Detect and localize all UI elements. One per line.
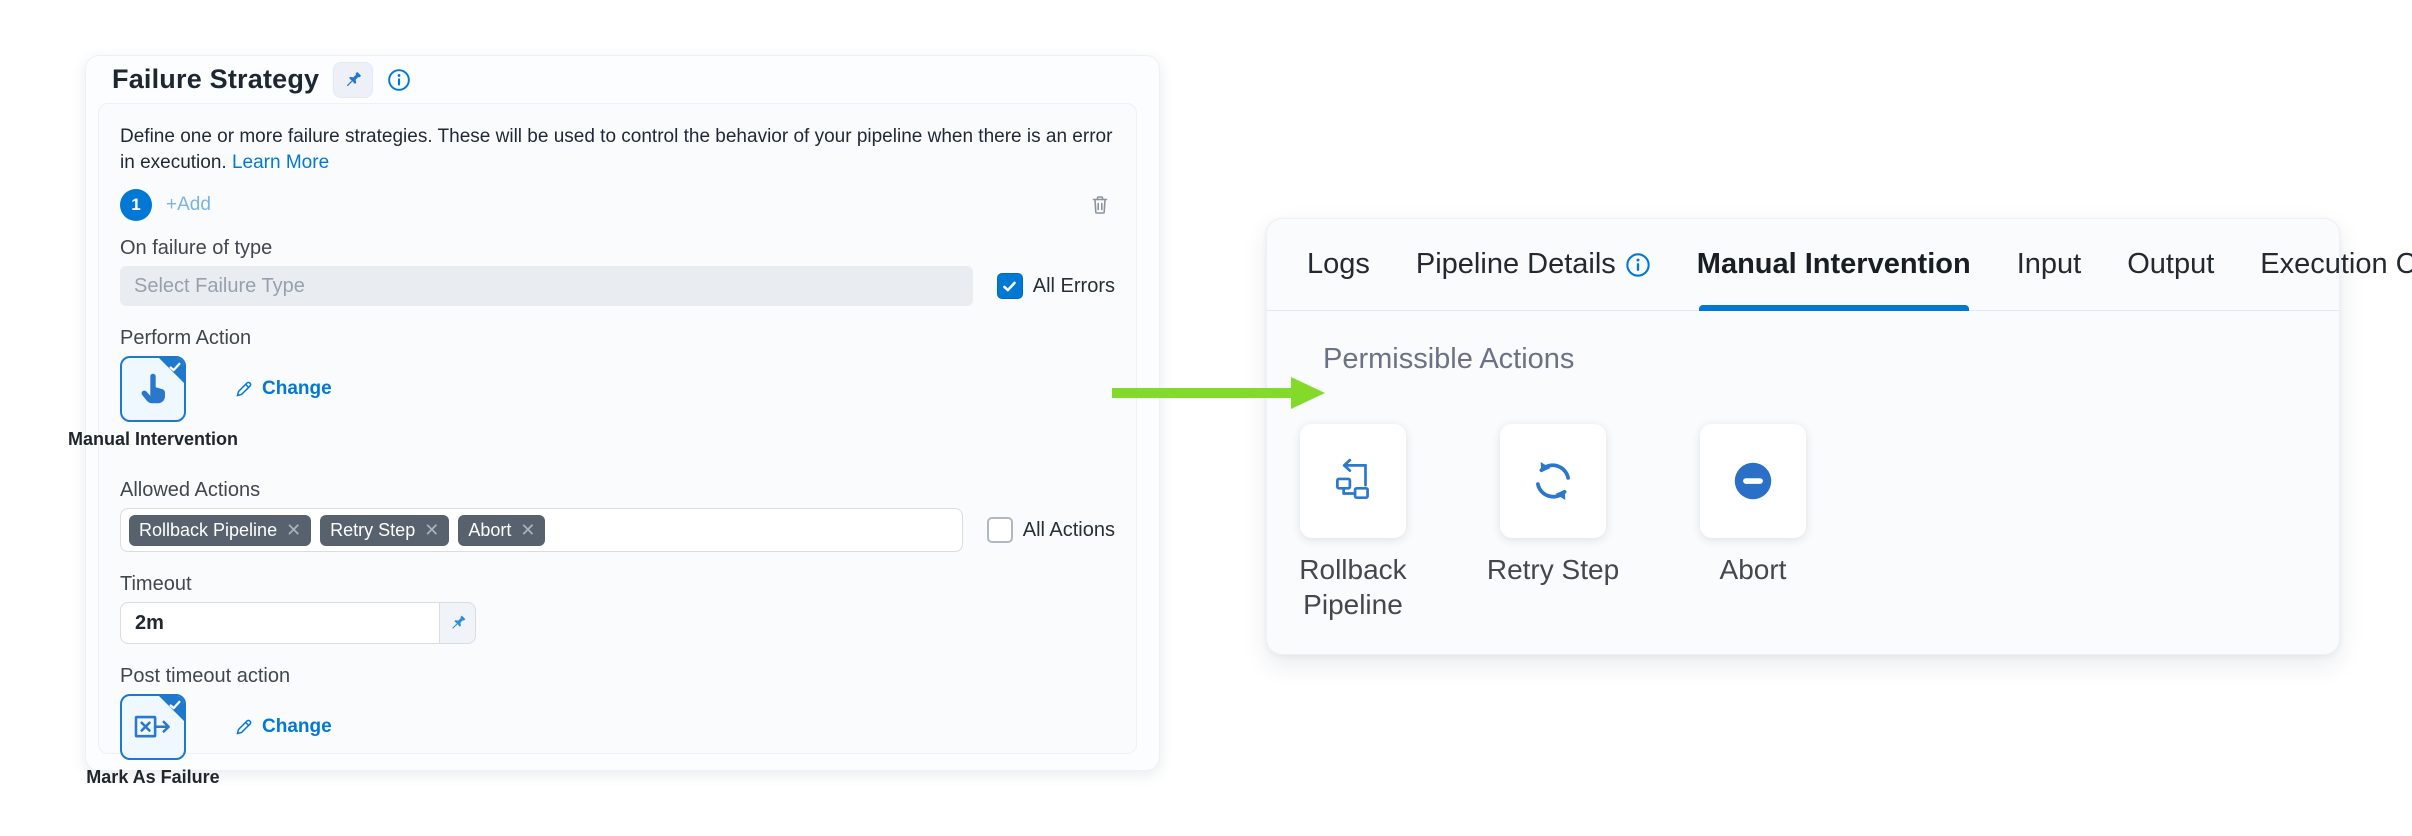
failure-strategy-body: Define one or more failure strategies. T… xyxy=(68,103,1137,787)
post-timeout-action-name: Mark As Failure xyxy=(86,767,220,787)
change-label: Change xyxy=(262,716,332,737)
tag-abort: Abort ✕ xyxy=(458,514,546,546)
tab-label: Input xyxy=(2016,248,2082,280)
hand-pointer-icon xyxy=(141,373,165,404)
pin-button[interactable] xyxy=(333,61,374,98)
post-timeout-group: Mark As Failure xyxy=(86,694,220,787)
tab-label: Execution Context xyxy=(2260,248,2412,280)
tab-label: Output xyxy=(2127,248,2215,280)
action-label: Retry Step xyxy=(1486,554,1620,585)
change-perform-action-button[interactable]: Change xyxy=(234,378,332,400)
all-actions-label: All Actions xyxy=(1022,518,1115,541)
action-label: Rollback Pipeline xyxy=(1299,554,1407,620)
failure-type-placeholder: Select Failure Type xyxy=(134,274,305,297)
action-retry-step: Retry Step xyxy=(1487,424,1619,585)
learn-more-link[interactable]: Learn More xyxy=(231,152,330,173)
abort-icon xyxy=(1734,462,1772,500)
tab-input[interactable]: Input xyxy=(2017,219,2082,311)
tag-label: Rollback Pipeline xyxy=(139,519,278,540)
add-strategy-button[interactable]: +Add xyxy=(166,194,211,215)
change-post-timeout-button[interactable]: Change xyxy=(234,716,332,738)
execution-details-panel: Logs Pipeline Details Manual Interventio… xyxy=(1266,218,2412,655)
all-actions-checkbox[interactable] xyxy=(986,517,1013,543)
tag-label: Retry Step xyxy=(330,519,416,540)
tab-label: Pipeline Details xyxy=(1415,248,1616,280)
retry-step-button[interactable] xyxy=(1500,424,1606,538)
checkmark-icon xyxy=(169,362,181,372)
post-timeout-label: Post timeout action xyxy=(120,665,291,687)
checkmark-icon xyxy=(1003,281,1017,291)
details-tab-bar: Logs Pipeline Details Manual Interventio… xyxy=(1267,219,2412,311)
tab-label: Manual Intervention xyxy=(1696,248,1971,280)
allowed-actions-input[interactable]: Rollback Pipeline ✕ Retry Step ✕ Abort ✕ xyxy=(120,508,963,552)
rollback-pipeline-icon xyxy=(1336,458,1369,500)
permissible-actions-title: Permissible Actions xyxy=(1323,343,1575,375)
mark-as-failure-tile[interactable] xyxy=(120,694,186,760)
manual-intervention-tile[interactable] xyxy=(120,356,186,422)
rollback-pipeline-button[interactable] xyxy=(1300,424,1406,538)
perform-action-group: Manual Intervention xyxy=(68,356,238,449)
tab-manual-intervention[interactable]: Manual Intervention xyxy=(1697,219,1971,311)
all-errors-checkbox[interactable] xyxy=(996,273,1023,299)
action-rollback-pipeline: Rollback Pipeline xyxy=(1299,424,1407,620)
timeout-pin-button[interactable] xyxy=(440,602,476,644)
on-failure-label: On failure of type xyxy=(120,237,273,259)
abort-button[interactable] xyxy=(1700,424,1806,538)
perform-action-name: Manual Intervention xyxy=(68,429,239,449)
tag-retry-step: Retry Step ✕ xyxy=(320,514,450,546)
description-text: Define one or more failure strategies. T… xyxy=(120,126,1113,173)
failure-strategy-card: Failure Strategy Define one or more fail… xyxy=(68,55,1160,787)
failure-type-row: Select Failure Type All Errors xyxy=(120,266,1115,306)
info-icon[interactable] xyxy=(1625,252,1651,278)
info-icon[interactable] xyxy=(387,68,411,92)
pushpin-icon xyxy=(347,71,362,86)
timeout-input[interactable]: 2m xyxy=(120,602,440,644)
checkmark-icon xyxy=(169,700,181,710)
tag-rollback-pipeline: Rollback Pipeline ✕ xyxy=(129,514,312,546)
allowed-actions-label: Allowed Actions xyxy=(120,479,261,501)
arrow-line xyxy=(1112,388,1292,398)
post-timeout-row: Mark As Failure Change xyxy=(86,694,1115,787)
delete-strategy-button[interactable] xyxy=(1085,190,1115,220)
selected-corner xyxy=(158,358,184,384)
action-label: Abort xyxy=(1719,554,1787,585)
pushpin-icon xyxy=(452,615,465,629)
strategy-description: Define one or more failure strategies. T… xyxy=(120,124,1115,176)
tab-output[interactable]: Output xyxy=(2127,219,2214,311)
arrow-head xyxy=(1291,377,1325,409)
remove-tag-icon[interactable]: ✕ xyxy=(520,519,536,540)
retry-step-icon xyxy=(1536,462,1570,500)
pencil-icon xyxy=(236,719,252,735)
action-abort: Abort xyxy=(1700,424,1806,585)
pencil-icon xyxy=(236,381,252,397)
timeout-label: Timeout xyxy=(120,573,192,595)
remove-tag-icon[interactable]: ✕ xyxy=(286,519,302,540)
strategy-index-badge[interactable]: 1 xyxy=(120,189,152,221)
tab-logs[interactable]: Logs xyxy=(1307,219,1370,311)
selected-corner xyxy=(158,696,184,722)
tab-pipeline-details[interactable]: Pipeline Details xyxy=(1416,219,1651,311)
failure-strategy-header: Failure Strategy xyxy=(86,56,1159,103)
change-label: Change xyxy=(262,378,332,399)
x-box-arrow-icon xyxy=(134,715,170,738)
tab-execution-context[interactable]: Execution Context xyxy=(2260,219,2412,311)
perform-action-label: Perform Action xyxy=(120,327,252,349)
tag-label: Abort xyxy=(468,519,512,540)
failure-type-select[interactable]: Select Failure Type xyxy=(120,266,973,306)
trash-icon xyxy=(1092,196,1108,214)
strategy-tabs-row: 1 +Add xyxy=(120,188,1115,222)
tab-label: Logs xyxy=(1307,248,1370,280)
perform-action-row: Manual Intervention Change xyxy=(68,356,1115,449)
remove-tag-icon[interactable]: ✕ xyxy=(424,519,440,540)
permissible-actions-row: Rollback Pipeline Retry Step xyxy=(1299,424,2339,620)
timeout-row: 2m xyxy=(120,602,1115,644)
card-title: Failure Strategy xyxy=(112,64,320,94)
all-errors-label: All Errors xyxy=(1032,274,1115,297)
allowed-actions-row: Rollback Pipeline ✕ Retry Step ✕ Abort ✕… xyxy=(120,508,1115,552)
